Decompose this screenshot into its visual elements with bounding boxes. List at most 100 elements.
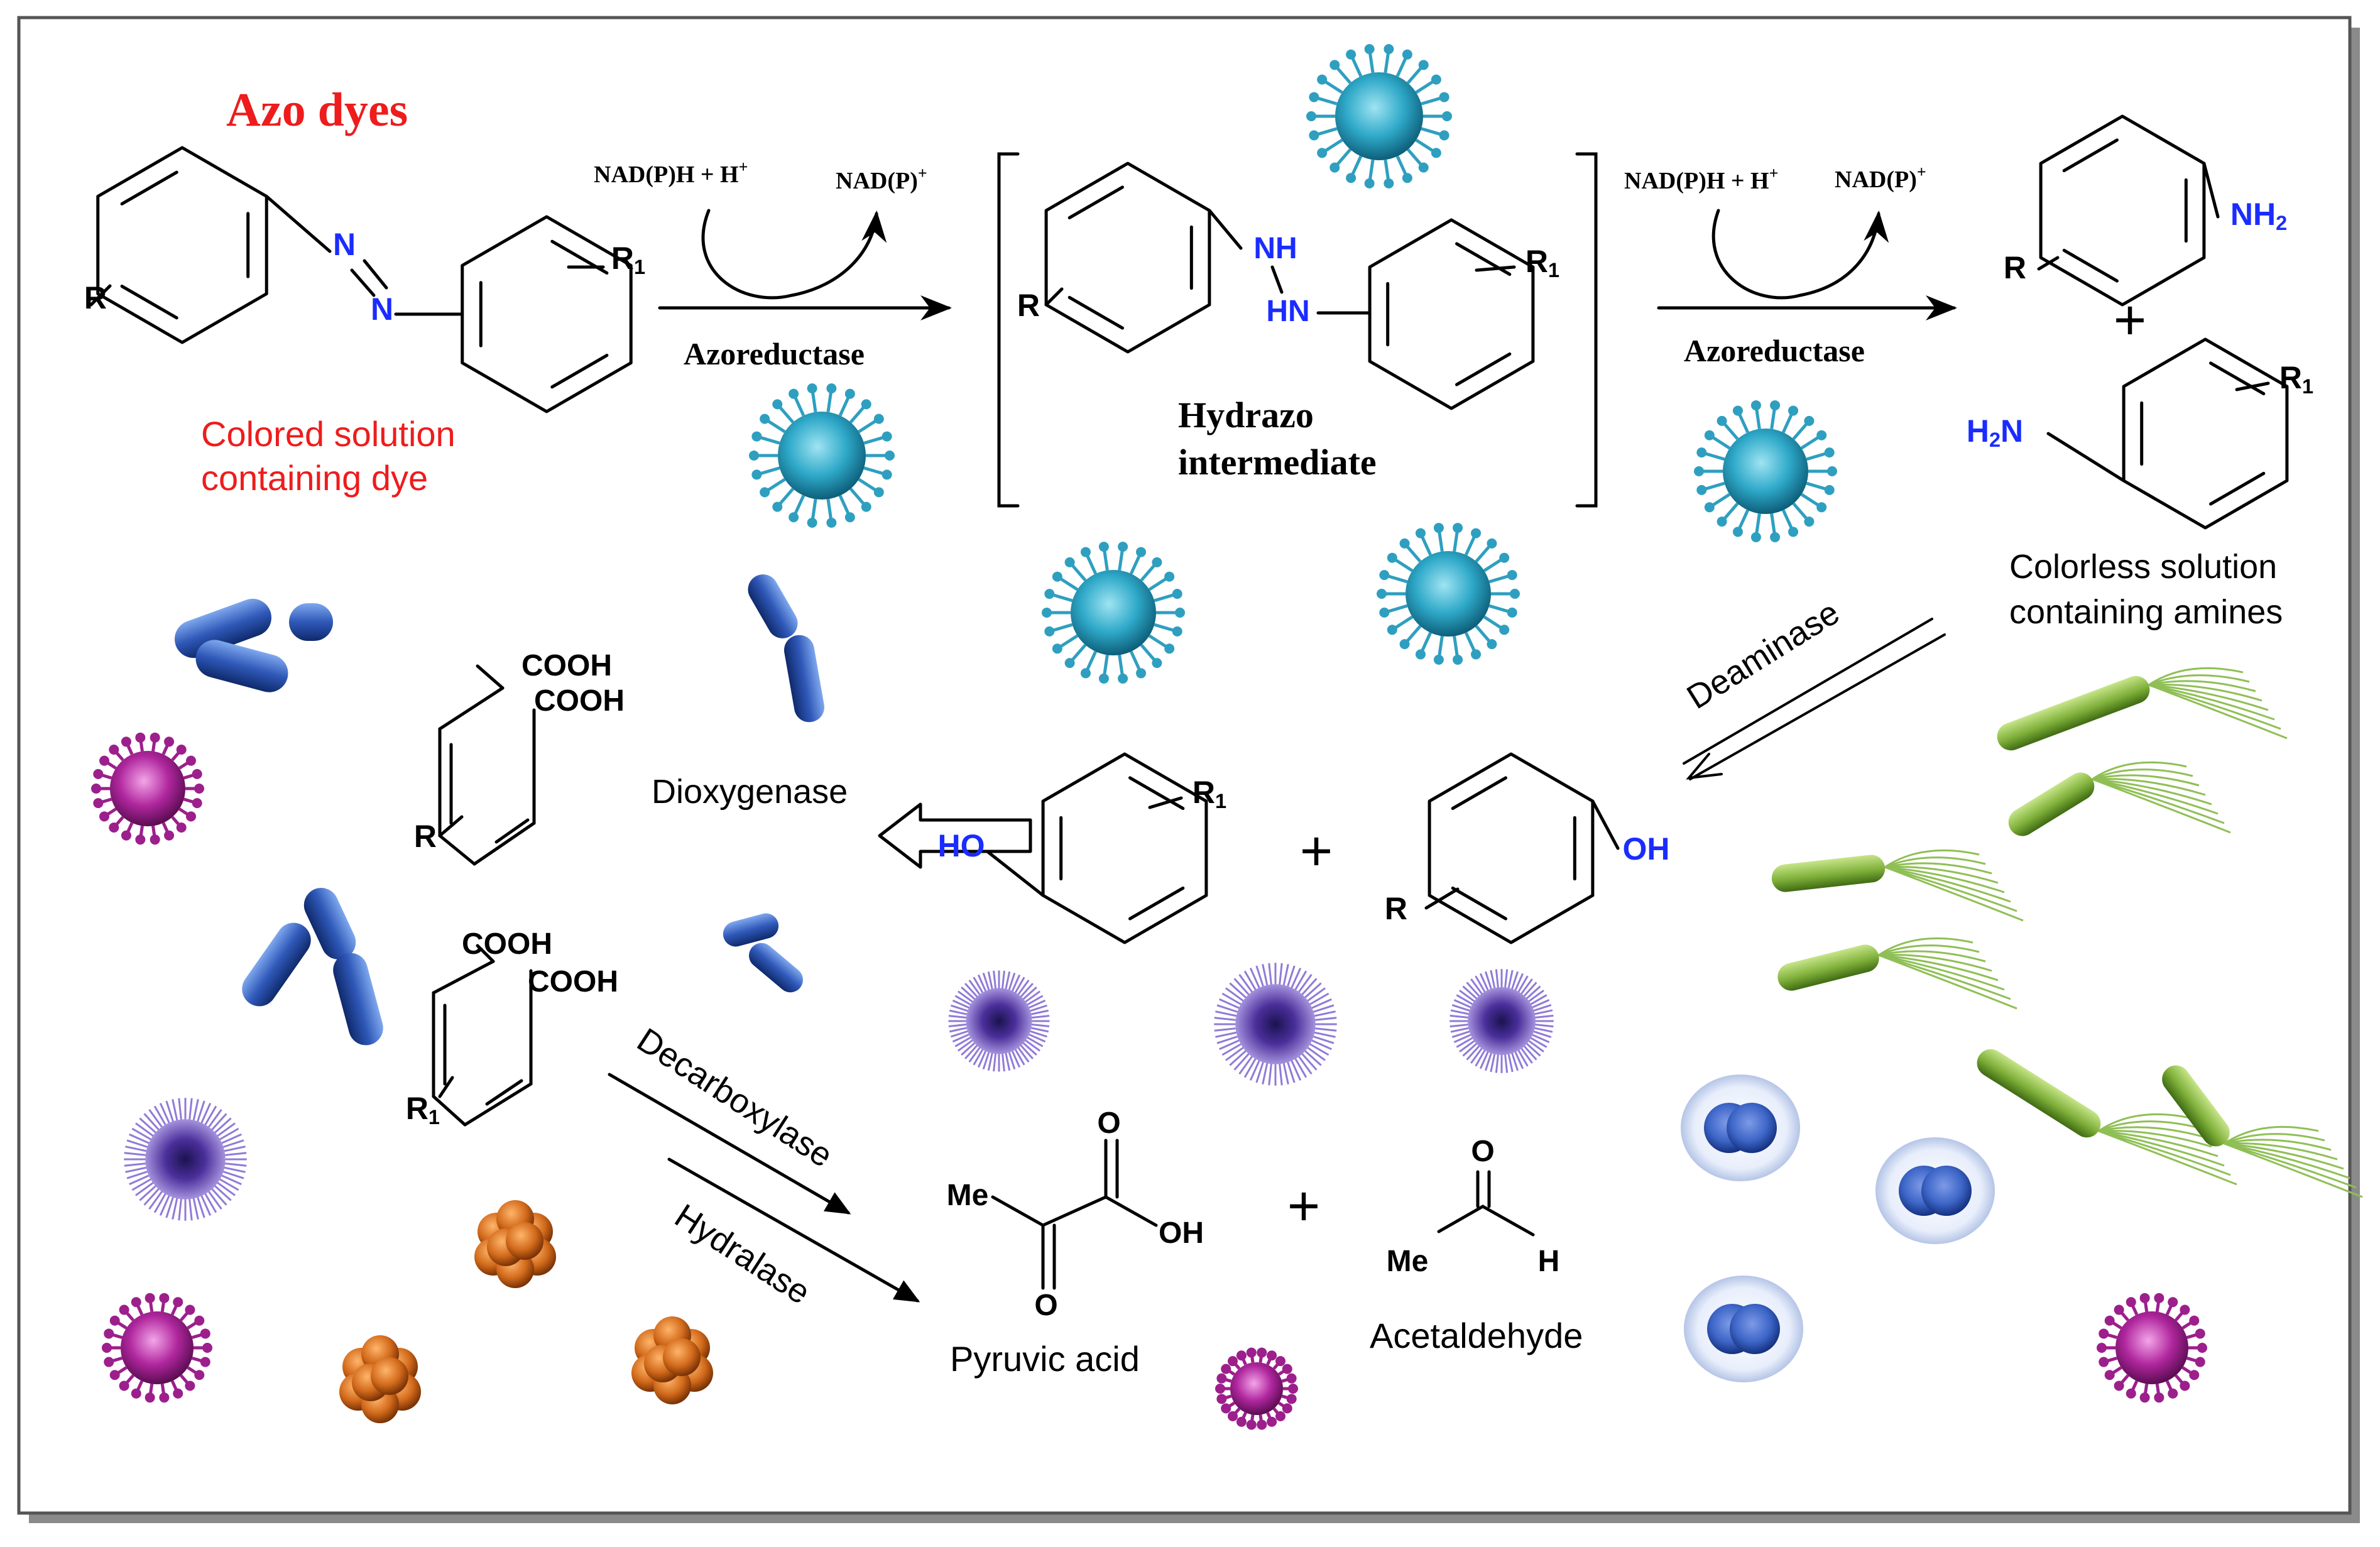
helicobacter-2 bbox=[2008, 761, 2231, 836]
virus-spike-tip bbox=[1236, 1350, 1247, 1361]
flagellum bbox=[2092, 778, 2225, 824]
helico-body bbox=[2008, 772, 2095, 836]
diplococcus-2 bbox=[1875, 1137, 1995, 1244]
virus-spike-tip bbox=[885, 451, 895, 461]
virus-spike-tip bbox=[1418, 60, 1429, 70]
virus-spike-tip bbox=[2126, 1297, 2136, 1308]
virus-spike-tip bbox=[2126, 1388, 2136, 1399]
hydrazo-ring-right-double-bond bbox=[1455, 352, 1512, 386]
virus-spike-tip bbox=[1317, 148, 1328, 158]
virus-spike-tip bbox=[164, 736, 175, 747]
flagellum bbox=[2092, 778, 2231, 834]
flagellum bbox=[2148, 680, 2256, 692]
rod-6 bbox=[303, 888, 356, 959]
virus-spike-tip bbox=[159, 1293, 170, 1303]
virus-spike-tip bbox=[119, 1380, 129, 1391]
virus-spike-tip bbox=[185, 755, 196, 766]
coccus bbox=[506, 1222, 543, 1260]
virus-spike-tip bbox=[1387, 625, 1397, 635]
pyruvic-acid-label: Pyruvic acid bbox=[950, 1339, 1140, 1379]
virus-spike-tip bbox=[2189, 1315, 2200, 1326]
virus-spike-tip bbox=[2180, 1304, 2190, 1315]
virus-spike-tip bbox=[1275, 1411, 1286, 1421]
virus-spike-tip bbox=[1044, 626, 1055, 637]
flagellum bbox=[1884, 849, 1980, 868]
virus-spike-tip bbox=[844, 512, 855, 523]
bracket-left bbox=[997, 152, 1020, 508]
reaction-scheme bbox=[89, 114, 2289, 1303]
helicobacter-4 bbox=[1777, 937, 2017, 1010]
muconic1-double-right bbox=[494, 818, 530, 844]
n-n-bond-2 bbox=[363, 259, 388, 290]
flagellum bbox=[1884, 856, 1986, 868]
virus-spike-tip bbox=[1717, 415, 1727, 426]
helico-body bbox=[1997, 675, 2150, 751]
virus-spike-tip bbox=[176, 745, 187, 755]
atom-hn-hydrazo: HN bbox=[1266, 295, 1309, 328]
rod-7 bbox=[242, 922, 311, 1007]
virus-spike-tip bbox=[1080, 668, 1091, 679]
coccus-cluster-2 bbox=[339, 1335, 421, 1423]
virus-spike-tip bbox=[102, 1343, 112, 1353]
virus-body bbox=[1235, 984, 1316, 1064]
virus-spike-tip bbox=[1098, 542, 1109, 552]
virus-spike-tip bbox=[826, 383, 837, 394]
flagellum bbox=[2148, 684, 2275, 721]
dioxygenase-block-arrow bbox=[878, 802, 1032, 869]
virus-spike-tip bbox=[1704, 502, 1715, 513]
atom-labels: RNNR1RNHHNR1NH2RH2NR1HOR1OHRCOOHCOOHRCOO… bbox=[84, 197, 2313, 1321]
flagellum bbox=[1884, 866, 2017, 912]
flagellum bbox=[1884, 866, 2011, 903]
flagellum bbox=[2098, 1120, 2200, 1132]
virus-spike-tip bbox=[185, 1304, 195, 1315]
virus-spike-tip bbox=[1052, 571, 1062, 582]
rod-9 bbox=[723, 913, 779, 947]
atom-cooh-2b: COOH bbox=[528, 965, 618, 998]
phenol-ring-2-double-bond bbox=[1451, 776, 1507, 811]
arrow-decarboxylase bbox=[608, 1073, 851, 1215]
flagellum bbox=[1878, 954, 1992, 972]
virus-spike-tip bbox=[1329, 60, 1340, 70]
flagellum bbox=[2092, 778, 2219, 815]
virus-spike-tip bbox=[1824, 447, 1835, 458]
virus-spike-tip bbox=[1175, 608, 1185, 618]
virus-spike-tip bbox=[1317, 74, 1328, 85]
virus-spike-tip bbox=[1402, 173, 1412, 183]
diplococcus-3 bbox=[1684, 1276, 1803, 1382]
phenol-ring-1 bbox=[1041, 752, 1208, 944]
atom-r1-phenol1: R1 bbox=[1193, 775, 1226, 812]
virus-spike-tip bbox=[1152, 658, 1162, 669]
virus-spike-tip bbox=[1696, 484, 1707, 495]
virus-spike-tip bbox=[2180, 1380, 2190, 1391]
virus-spike-tip bbox=[194, 784, 204, 794]
virus-spike-tip bbox=[1732, 405, 1743, 416]
virus-spike-tip bbox=[93, 768, 104, 779]
virus-spike-tip bbox=[1228, 1356, 1238, 1367]
rod-3 bbox=[289, 603, 333, 641]
virus-spike-tip bbox=[2104, 1315, 2115, 1326]
plus-amines: + bbox=[2114, 289, 2147, 352]
virus-spike-tip bbox=[1064, 557, 1075, 567]
flagellum bbox=[2148, 667, 2244, 686]
virus-spike-tip bbox=[1215, 1384, 1225, 1394]
virus-spike-tip bbox=[176, 822, 187, 833]
hydrazo-label-line2: intermediate bbox=[1178, 442, 1377, 483]
virus-spike-tip bbox=[99, 755, 110, 766]
virus-purple-2 bbox=[1214, 963, 1337, 1086]
phenol2-bond-oh bbox=[1591, 799, 1620, 850]
atom-cooh-1a: COOH bbox=[521, 649, 612, 682]
virus-cyan-2 bbox=[1042, 542, 1185, 684]
virus-spike-tip bbox=[1824, 484, 1835, 495]
virus-spike-tip bbox=[1499, 625, 1510, 635]
virus-spike-tip bbox=[202, 1343, 212, 1353]
virus-spike-tip bbox=[1346, 173, 1356, 183]
virus-spike-tip bbox=[1257, 1419, 1267, 1430]
coccus bbox=[1921, 1166, 1972, 1216]
muconic2-double-right bbox=[485, 1079, 523, 1106]
virus-spike-tip bbox=[1453, 523, 1463, 533]
atom-h-acetaldehyde: H bbox=[1538, 1245, 1560, 1278]
virus-spike-tip bbox=[109, 1315, 120, 1326]
plus-phenols: + bbox=[1300, 820, 1333, 883]
virus-spike-tip bbox=[164, 830, 175, 841]
virus-spike-tip bbox=[185, 811, 196, 822]
